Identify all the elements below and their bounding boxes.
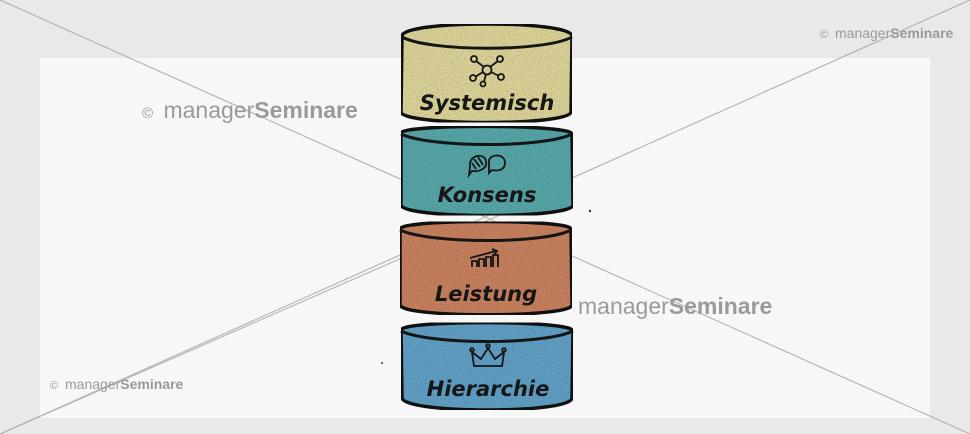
layer-label-leistung: Leistung (435, 282, 537, 306)
pen-mark (588, 209, 592, 213)
watermark-left: © managerSeminare (142, 97, 358, 123)
layer-label-konsens: Konsens (438, 183, 537, 207)
layer-leistung: Leistung (398, 219, 574, 317)
layer-label-hierarchie: Hierarchie (427, 377, 550, 401)
crown-icon (469, 343, 507, 367)
layer-rim (400, 329, 574, 343)
layer-body (399, 124, 575, 218)
layer-label-systemisch: Systemisch (420, 91, 555, 115)
layer-rim (399, 228, 572, 242)
layer-konsens: Konsens (399, 124, 575, 218)
bar-chart-icon (469, 248, 499, 267)
layer-body (398, 219, 574, 317)
layer-hierarchie: Hierarchie (399, 320, 575, 412)
watermark-group: © managerSeminare © managerSeminare mana… (50, 25, 954, 392)
layer-rim (401, 35, 573, 50)
layer-rim (400, 132, 573, 146)
watermark-bottom-left: © managerSeminare (50, 376, 184, 392)
watermark-top-right: © managerSeminare (820, 25, 954, 41)
network-icon (469, 55, 505, 88)
layer-systemisch: Systemisch (399, 22, 574, 125)
layer-stack: Systemisch Konsens Leistung (398, 22, 575, 412)
layer-body (399, 22, 574, 125)
speech-bubbles-icon (467, 154, 506, 179)
pen-mark (381, 362, 383, 364)
watermark-right: managerSeminare (578, 293, 772, 319)
